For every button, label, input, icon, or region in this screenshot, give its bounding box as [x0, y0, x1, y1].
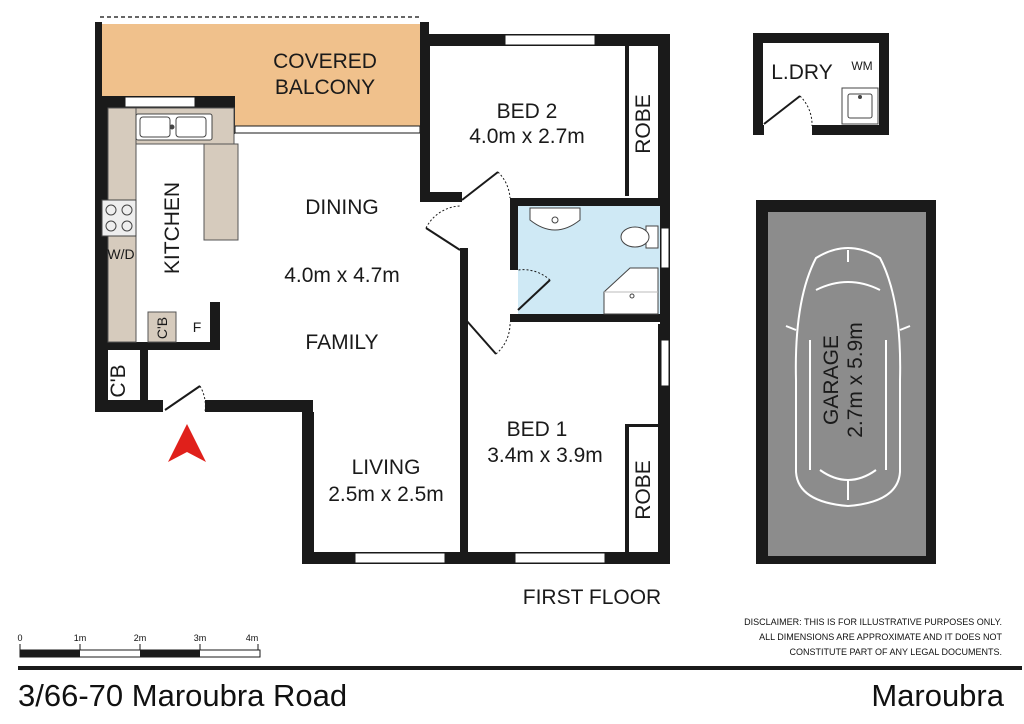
- property-suburb: Maroubra: [871, 678, 1004, 713]
- wd-label: W/D: [107, 246, 134, 262]
- balcony-label-2: BALCONY: [275, 76, 375, 99]
- disclaimer-line-3: CONSTITUTE PART OF ANY LEGAL DOCUMENTS.: [789, 647, 1002, 657]
- cooktop-icon: [101, 199, 137, 237]
- scale-tick-4: 4m: [246, 633, 259, 643]
- disclaimer-line-2: ALL DIMENSIONS ARE APPROXIMATE AND IT DO…: [759, 632, 1002, 642]
- bed2-dims: 4.0m x 2.7m: [469, 125, 585, 148]
- robe-bottom-label: ROBE: [632, 460, 655, 520]
- wm-label: WM: [851, 59, 872, 73]
- sink-icon: [135, 113, 213, 141]
- living-label: LIVING: [352, 456, 421, 479]
- shower-icon: [603, 267, 659, 315]
- dining-label: DINING: [305, 196, 379, 219]
- garage-dims: 2.7m x 5.9m: [844, 322, 867, 438]
- footer-rule: [18, 666, 1022, 670]
- laundry-room: [753, 33, 889, 136]
- living-dims: 2.5m x 2.5m: [328, 483, 444, 506]
- cb-entry-label: C'B: [107, 364, 130, 397]
- floor-label: FIRST FLOOR: [523, 586, 661, 609]
- kitchen-label: KITCHEN: [161, 182, 184, 274]
- balcony-label-1: COVERED: [273, 50, 377, 73]
- car-icon: [785, 247, 911, 508]
- entry-arrow-icon: [168, 424, 206, 462]
- balcony-wall-left: [95, 22, 102, 128]
- scale-bar: [19, 644, 261, 658]
- cb-kitchen-label: C'B: [154, 317, 170, 339]
- garage-label: GARAGE: [820, 335, 843, 425]
- bed1-dims: 3.4m x 3.9m: [487, 444, 603, 467]
- robe-top-label: ROBE: [632, 94, 655, 154]
- scale-tick-0: 0: [17, 633, 22, 643]
- scale-tick-3: 3m: [194, 633, 207, 643]
- property-address: 3/66-70 Maroubra Road: [18, 678, 348, 713]
- scale-tick-1: 1m: [74, 633, 87, 643]
- bed2-label: BED 2: [497, 100, 558, 123]
- scale-tick-2: 2m: [134, 633, 147, 643]
- family-label: FAMILY: [305, 331, 378, 354]
- bed1-label: BED 1: [507, 418, 568, 441]
- disclaimer-line-1: DISCLAIMER: THIS IS FOR ILLUSTRATIVE PUR…: [744, 617, 1002, 627]
- dining-dims: 4.0m x 4.7m: [284, 264, 400, 287]
- interior-walls: [108, 34, 670, 564]
- laundry-label: L.DRY: [771, 61, 832, 84]
- fridge-label: F: [193, 319, 202, 335]
- toilet-icon: [620, 225, 659, 249]
- doors: [164, 171, 551, 413]
- basin-icon: [529, 207, 581, 231]
